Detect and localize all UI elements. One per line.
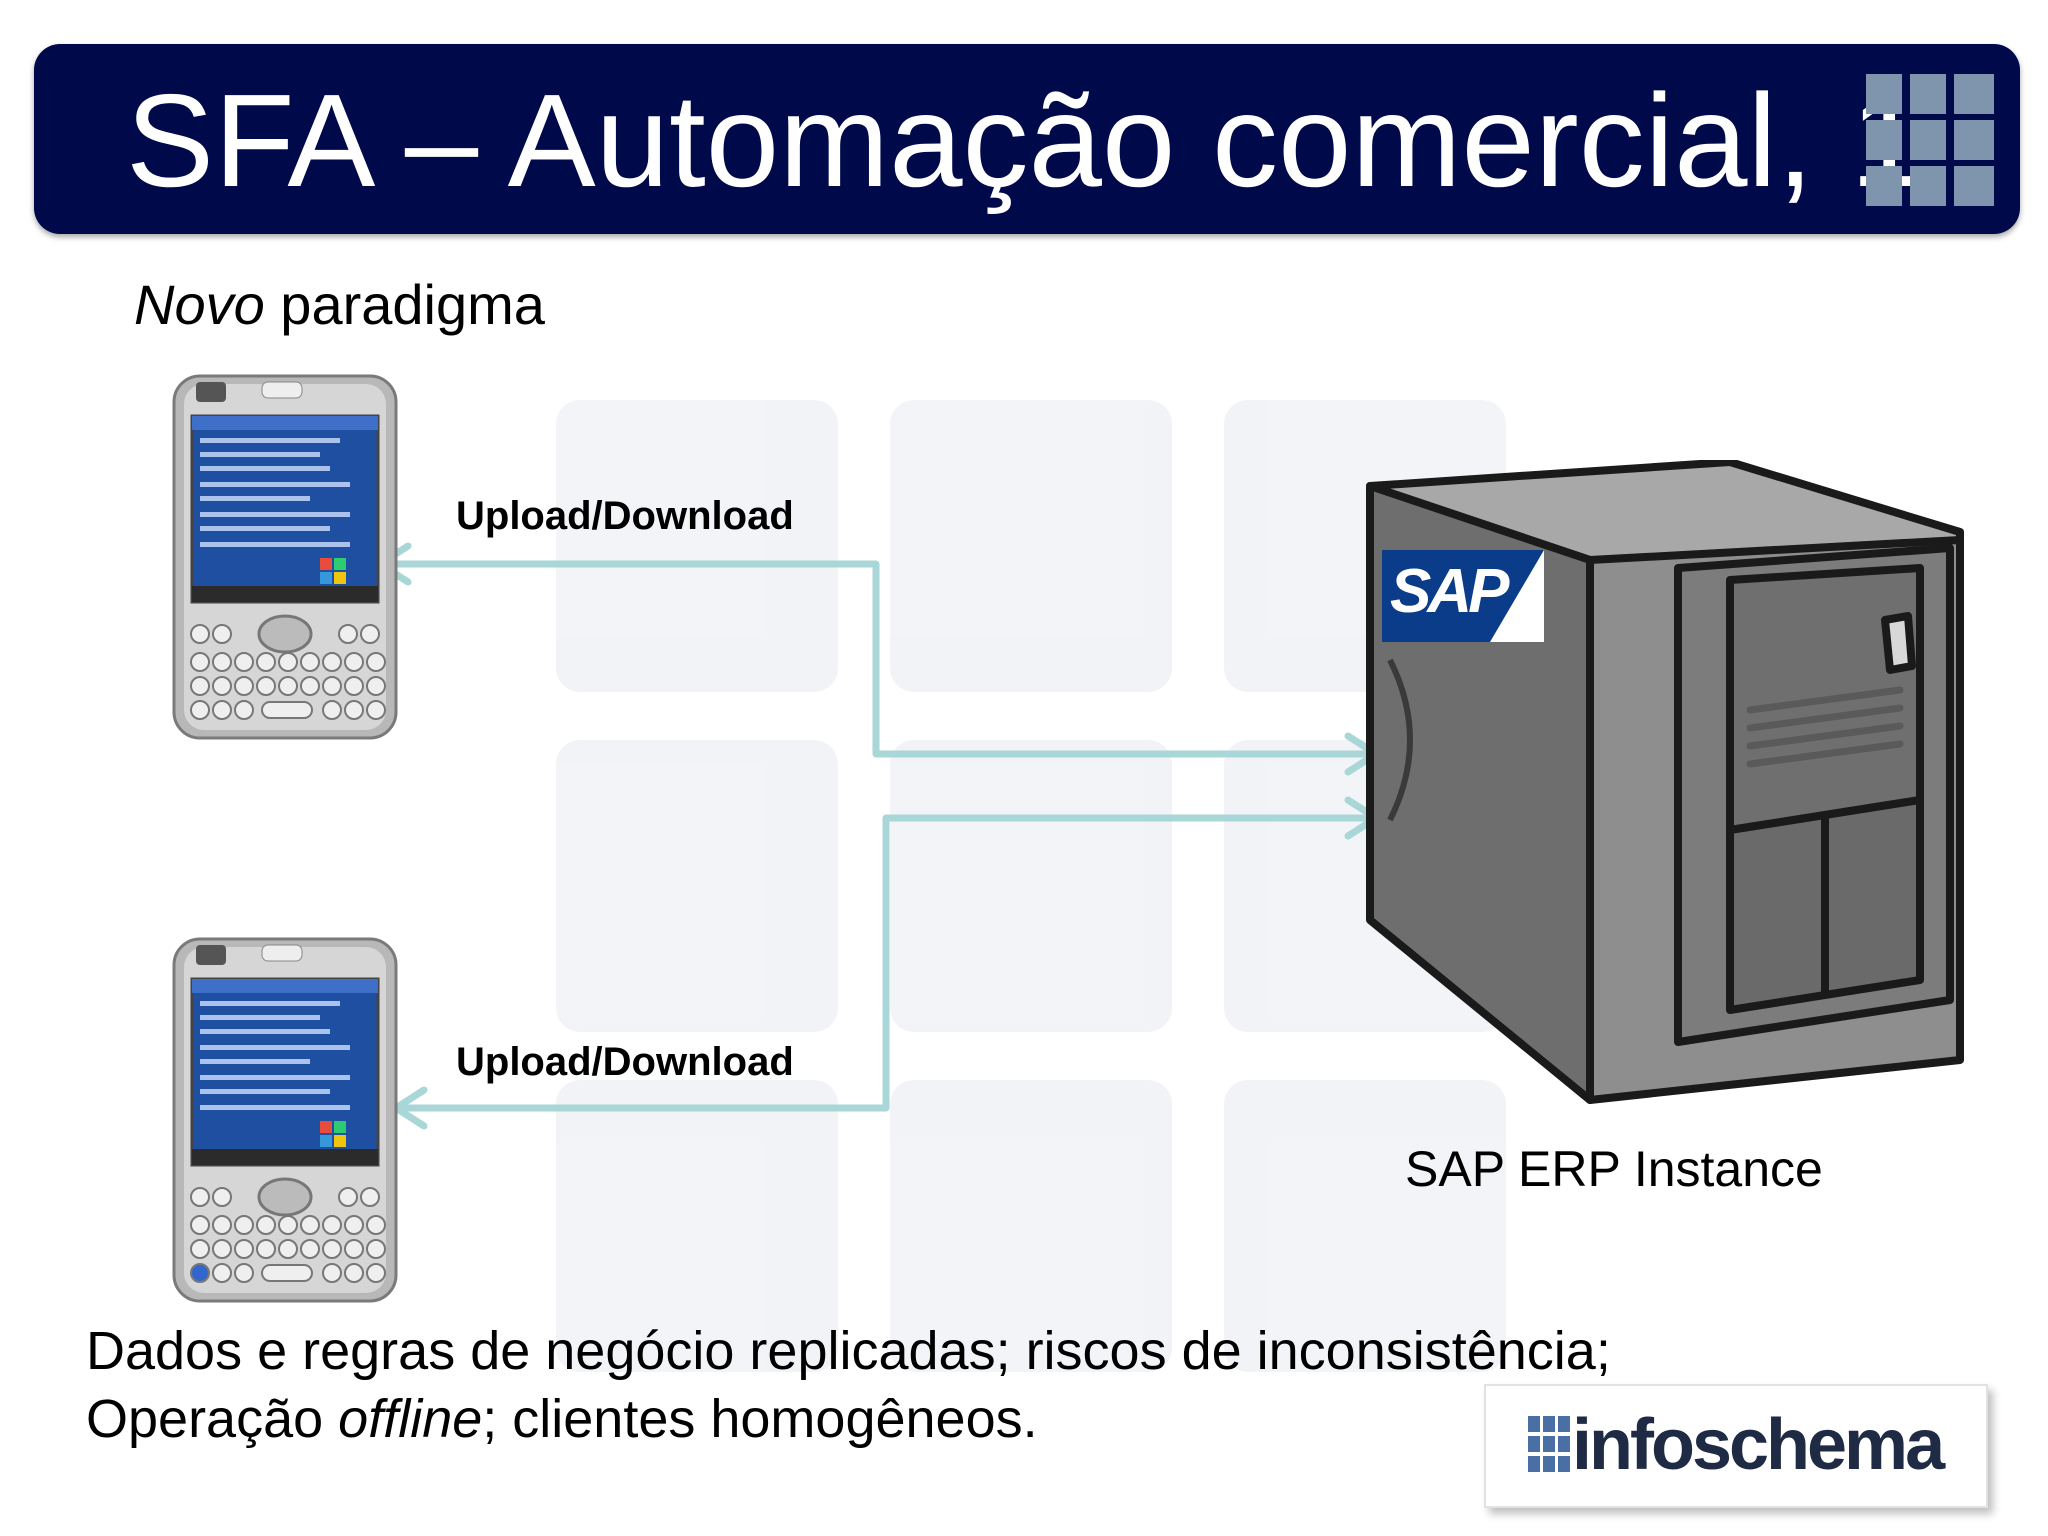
title-bar: [34, 44, 2020, 234]
connector-bottom: [392, 814, 1380, 1112]
server-caption: SAP ERP Instance: [1405, 1141, 1823, 1197]
footer-line2-part-a: Operação: [86, 1389, 339, 1449]
footer-text-line1: Dados e regras de negócio replicadas; ri…: [86, 1321, 1611, 1381]
subtitle-italic: Novo: [134, 273, 265, 336]
grid-logo-icon: [1528, 1416, 1570, 1472]
pda-device-icon: [172, 374, 398, 740]
sap-logo-icon: [1382, 550, 1544, 642]
sap-badge-text: SAP: [1390, 557, 1510, 626]
company-logo-text: infoschema: [1572, 1405, 1945, 1485]
footer-line2-italic: offline: [338, 1389, 483, 1449]
link-label-top: Upload/Download: [456, 494, 794, 538]
grid-logo-icon: [1866, 74, 1994, 206]
link-label-bottom: Upload/Download: [456, 1040, 794, 1084]
pda-device-icon: [172, 937, 398, 1303]
subtitle: Novo paradigma: [134, 272, 545, 337]
slide-title: SFA – Automação comercial, 1: [126, 67, 1924, 214]
subtitle-rest: paradigma: [264, 273, 545, 336]
footer-line2-part-b: ; clientes homogêneos.: [482, 1389, 1038, 1449]
connector-top: [376, 560, 1380, 758]
footer-text-line2: Operação offline; clientes homogêneos.: [86, 1388, 1038, 1450]
